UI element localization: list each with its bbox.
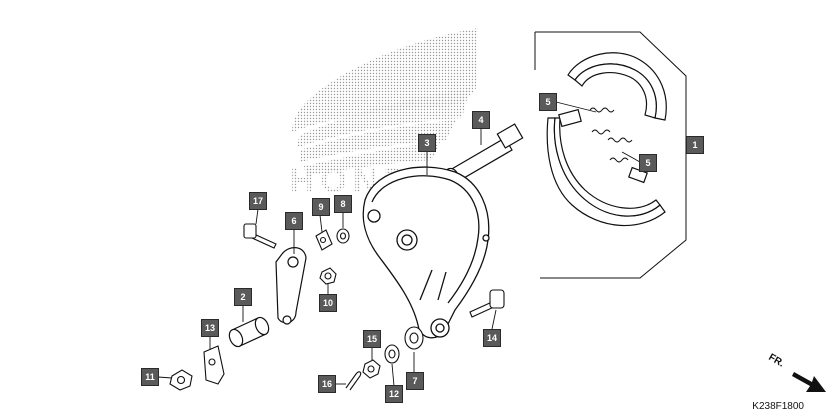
shoe-return-spring-lower xyxy=(607,137,633,163)
cotter-pin xyxy=(345,371,362,391)
callout-13: 13 xyxy=(201,319,219,337)
callout-5-upper: 5 xyxy=(539,93,557,111)
callout-17: 17 xyxy=(249,192,267,210)
panel-stopper-bolt xyxy=(469,289,505,318)
callout-10: 10 xyxy=(319,294,337,312)
callout-3: 3 xyxy=(418,134,436,152)
callout-11: 11 xyxy=(141,368,159,386)
brake-panel xyxy=(362,166,490,339)
diagram-reference-code: K238F1800 xyxy=(752,401,804,412)
arm-pinch-bolt xyxy=(243,223,277,249)
brake-arm xyxy=(275,247,307,325)
callout-4: 4 xyxy=(472,111,490,129)
nut-11 xyxy=(169,369,193,391)
callout-14: 14 xyxy=(483,329,501,347)
spacer-collar xyxy=(228,316,270,348)
callout-16: 16 xyxy=(318,375,336,393)
stay-bracket xyxy=(203,345,225,385)
wear-indicator-plate xyxy=(315,229,333,251)
brake-shoe-set xyxy=(546,52,667,227)
callout-12: 12 xyxy=(385,385,403,403)
callout-6: 6 xyxy=(285,212,303,230)
washer-8 xyxy=(336,228,350,244)
callout-5-lower: 5 xyxy=(639,154,657,172)
washer-7 xyxy=(404,326,424,350)
callout-9: 9 xyxy=(312,198,330,216)
callout-8: 8 xyxy=(334,195,352,213)
nut-10 xyxy=(319,267,337,285)
washer-12 xyxy=(384,344,400,364)
honda-wing-watermark xyxy=(292,28,478,176)
shoe-return-spring-upper xyxy=(589,107,615,135)
front-direction-arrow xyxy=(792,372,826,392)
callout-7: 7 xyxy=(406,372,424,390)
callout-1: 1 xyxy=(686,136,704,154)
callout-15: 15 xyxy=(363,330,381,348)
callout-2: 2 xyxy=(234,288,252,306)
nut-15 xyxy=(362,359,381,379)
